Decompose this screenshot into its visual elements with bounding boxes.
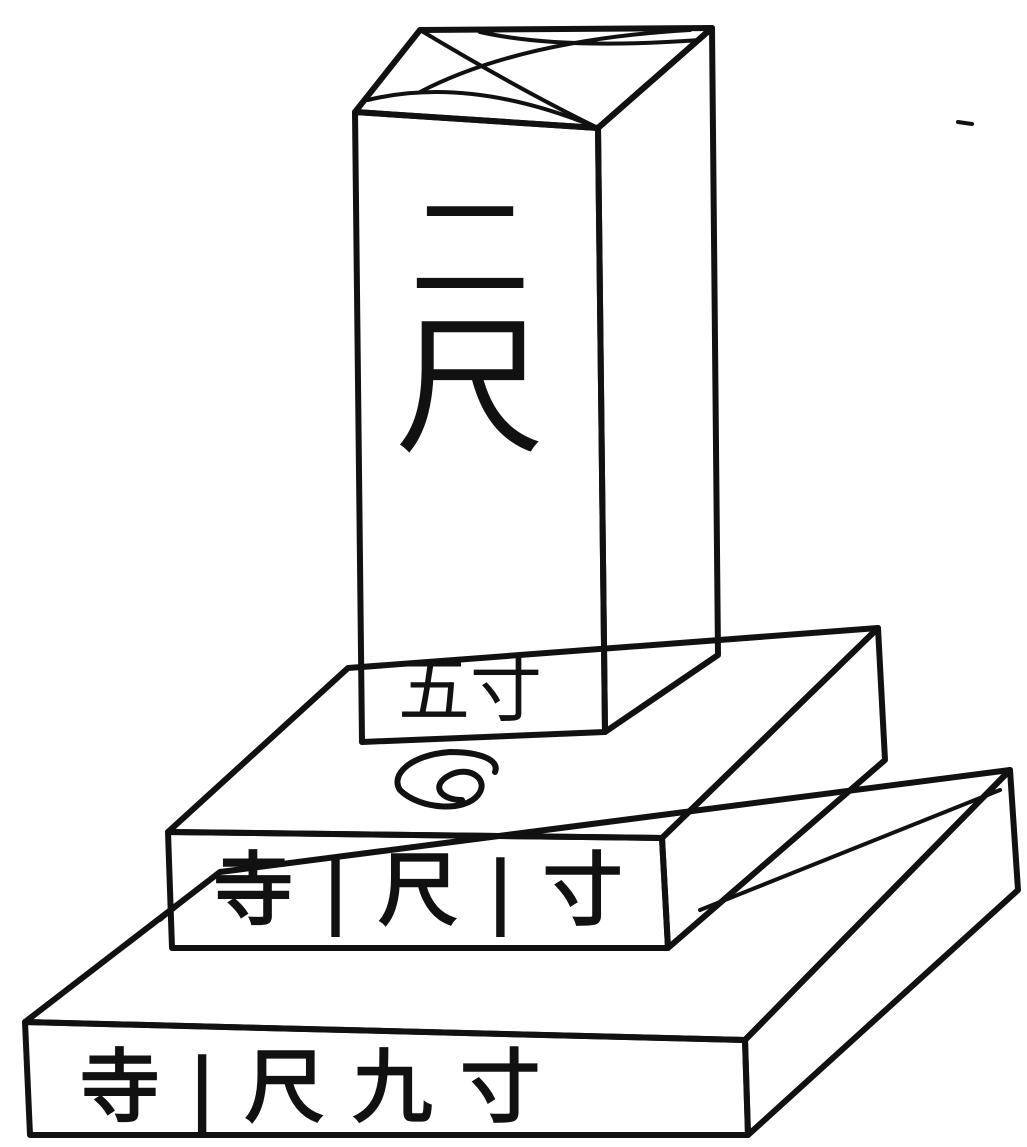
monument-pillar — [352, 25, 721, 745]
pillar-inscription: 二 尺 五寸 — [395, 180, 545, 732]
pillar-char-2: 尺 — [395, 302, 545, 476]
spiral-ornament — [394, 749, 499, 810]
pillar-base-label: 五寸 — [398, 648, 542, 732]
stray-mark — [956, 120, 974, 126]
middle-block-label: 寺 | 尺 | 寸 — [213, 843, 623, 938]
pillar-char-1: 二 — [410, 180, 530, 319]
bottom-block-label: 寺 | 尺 九 寸 — [80, 1040, 541, 1135]
middle-base-block — [165, 625, 888, 951]
bottom-base-block — [22, 767, 1021, 1138]
